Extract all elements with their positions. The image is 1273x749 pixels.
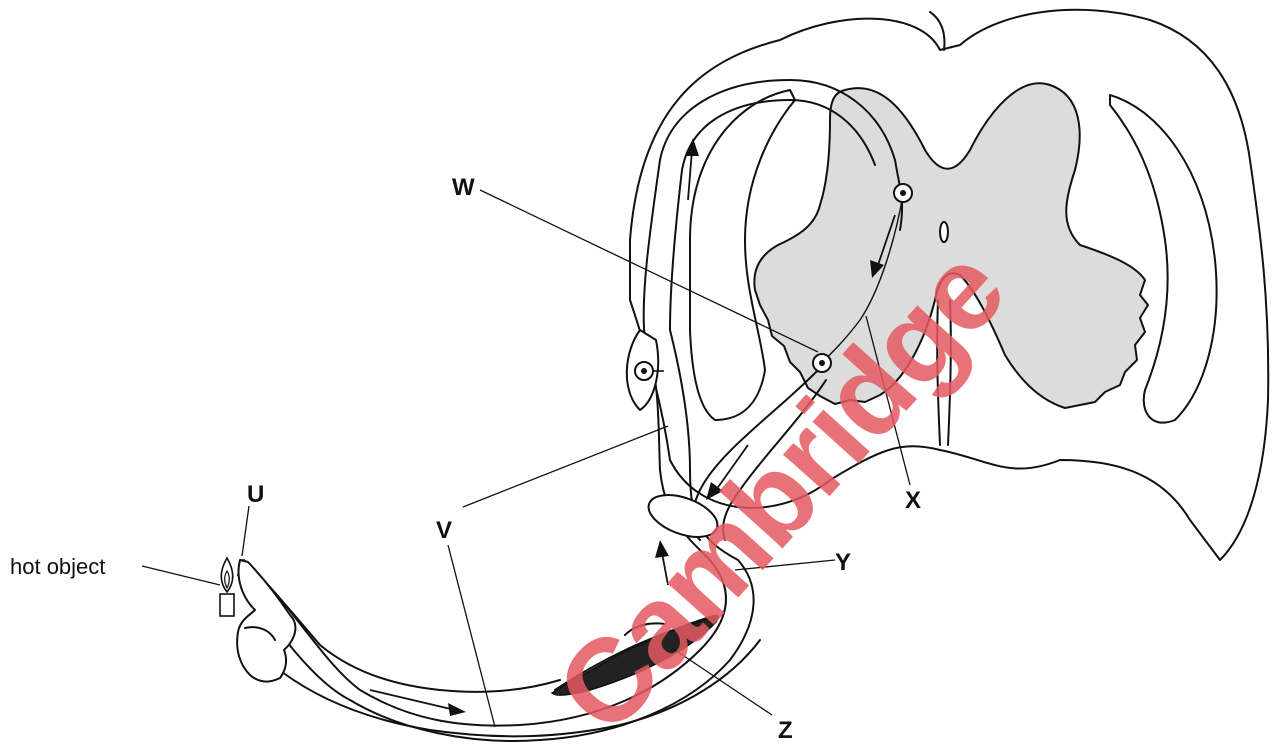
label-y: Y <box>835 549 851 576</box>
leader-hot-object <box>142 566 220 585</box>
leader-u <box>242 506 249 556</box>
label-w: W <box>452 174 475 201</box>
label-u: U <box>247 481 264 508</box>
label-x: X <box>905 487 921 514</box>
hand <box>237 560 295 682</box>
leader-v-upper <box>463 426 668 507</box>
leader-v-lower <box>448 545 495 727</box>
label-hot-object: hot object <box>10 554 105 579</box>
label-v: V <box>436 517 452 544</box>
cell-body-icon <box>894 184 912 202</box>
label-z: Z <box>778 717 793 744</box>
candle-body <box>220 594 234 616</box>
